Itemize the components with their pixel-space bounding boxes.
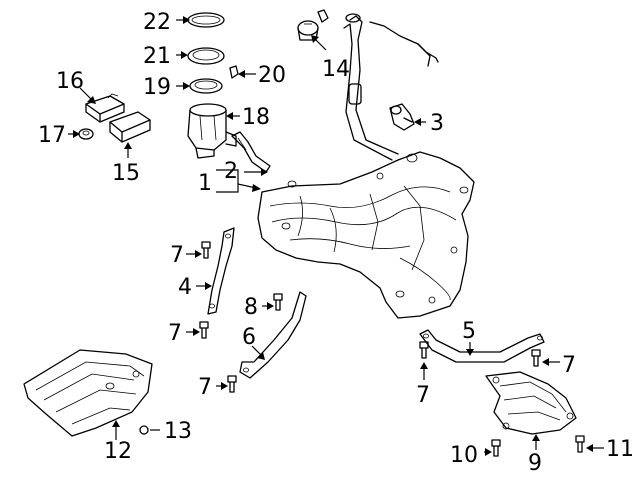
control-module-16 [85, 93, 125, 123]
callout-10: 10 [450, 443, 478, 468]
nut-13 [139, 425, 149, 435]
callout-14: 14 [322, 57, 350, 82]
callout-7-upper: 7 [170, 243, 184, 268]
callout-7-right: 7 [562, 353, 576, 378]
heat-shield-9 [485, 371, 577, 435]
bolt-7-upper [201, 241, 211, 259]
bolt-7-lower [227, 375, 237, 393]
bolt-7-right [531, 349, 541, 367]
heat-shield-12 [23, 349, 153, 437]
callout-4: 4 [178, 275, 192, 300]
callout-15: 15 [112, 161, 140, 186]
callout-9: 9 [528, 451, 542, 476]
plug-20 [229, 65, 239, 79]
strap-6 [239, 291, 307, 379]
grommet-17 [78, 128, 94, 140]
strap-4 [207, 227, 235, 315]
seal-21 [187, 47, 225, 65]
callout-7-middle: 7 [168, 321, 182, 346]
callout-22: 22 [143, 10, 171, 35]
callout-13: 13 [164, 419, 192, 444]
bolt-7-middle [199, 321, 209, 339]
bolt-8 [273, 293, 283, 311]
callout-labels: 22 21 19 20 18 16 17 15 2 1 14 3 7 4 8 7… [38, 10, 634, 476]
callout-12: 12 [104, 439, 132, 464]
filler-cap [297, 9, 329, 41]
callout-20: 20 [258, 63, 286, 88]
leader-lines [68, 16, 604, 456]
callout-3: 3 [430, 111, 444, 136]
seal-19 [189, 78, 223, 94]
callout-17: 17 [38, 123, 66, 148]
callout-18: 18 [242, 105, 270, 130]
bolt-11 [575, 435, 585, 453]
callout-5: 5 [462, 319, 476, 344]
callout-2: 2 [224, 159, 238, 184]
bolt-7-center [419, 341, 429, 359]
callout-7-center: 7 [416, 383, 430, 408]
filler-neck-assembly [343, 13, 439, 161]
fuel-pump-18 [187, 103, 237, 159]
callout-19: 19 [143, 75, 171, 100]
callout-6: 6 [242, 325, 256, 350]
strap-5 [419, 329, 545, 363]
callout-11: 11 [606, 437, 634, 462]
control-module-15 [109, 111, 151, 143]
callout-16: 16 [56, 69, 84, 94]
vent-valve [389, 103, 415, 131]
callout-21: 21 [143, 44, 171, 69]
callout-8: 8 [244, 295, 258, 320]
callout-7-lower: 7 [198, 375, 212, 400]
fuel-tank [257, 151, 475, 319]
callout-1: 1 [198, 171, 212, 196]
lock-ring-22 [187, 12, 225, 28]
bolt-10 [491, 439, 501, 457]
fuel-level-sender-2 [231, 131, 271, 173]
